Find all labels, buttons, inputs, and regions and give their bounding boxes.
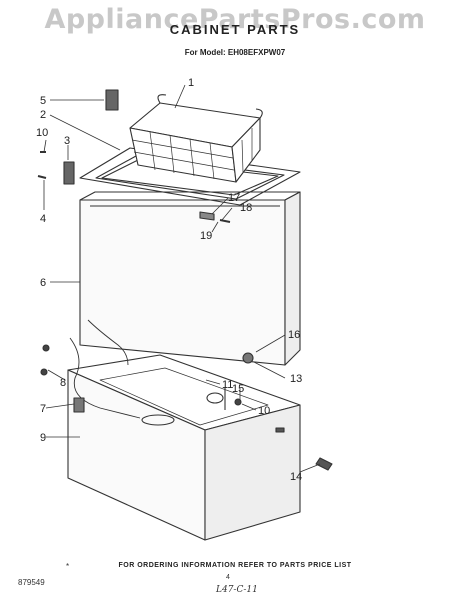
ordering-note: FOR ORDERING INFORMATION REFER TO PARTS … [118, 562, 352, 569]
cabinet-top-rim [79, 191, 301, 201]
callout-11: 11 [222, 379, 233, 391]
callout-19: 19 [200, 230, 212, 242]
callout-17: 17 [228, 192, 240, 204]
callout-5: 5 [40, 95, 46, 107]
lid-outer [79, 147, 301, 206]
page-title: CABINET PARTS [169, 22, 301, 37]
callout-4: 4 [40, 213, 46, 225]
callout-10-top: 10 [36, 127, 48, 139]
leveling-leg [315, 457, 333, 471]
page-number: 4 [226, 574, 230, 581]
callout-14: 14 [290, 471, 302, 483]
lid-inner-gasket [95, 155, 285, 200]
callout-15: 15 [232, 383, 244, 395]
hinge-side [63, 161, 75, 185]
callout-9: 9 [40, 432, 46, 444]
document-number: 879549 [18, 578, 45, 587]
callout-10-bottom: 10 [258, 405, 270, 417]
callout-7: 7 [40, 403, 46, 415]
callout-1: 1 [188, 77, 194, 89]
basket [129, 94, 263, 183]
cabinet-side [284, 191, 301, 366]
base-frame [67, 354, 301, 541]
callout-6: 6 [40, 277, 46, 289]
cabinet-front [79, 199, 286, 366]
callout-2: 2 [40, 109, 46, 121]
hinge-upper [105, 89, 119, 111]
callout-8: 8 [60, 377, 66, 389]
model-line: For Model: EH08EFXPW07 [184, 48, 286, 57]
callout-13: 13 [290, 373, 302, 385]
callout-3: 3 [64, 135, 70, 147]
callout-18: 18 [240, 202, 252, 214]
handwritten-note: L47-C-11 [216, 585, 258, 595]
footnote-mark: * [66, 562, 70, 571]
watermark: AppliancePartsPros.com [44, 4, 426, 35]
callout-labels: 1 2 3 4 5 6 7 8 9 10 10 11 13 14 15 16 1… [36, 77, 302, 483]
callout-16: 16 [288, 329, 300, 341]
